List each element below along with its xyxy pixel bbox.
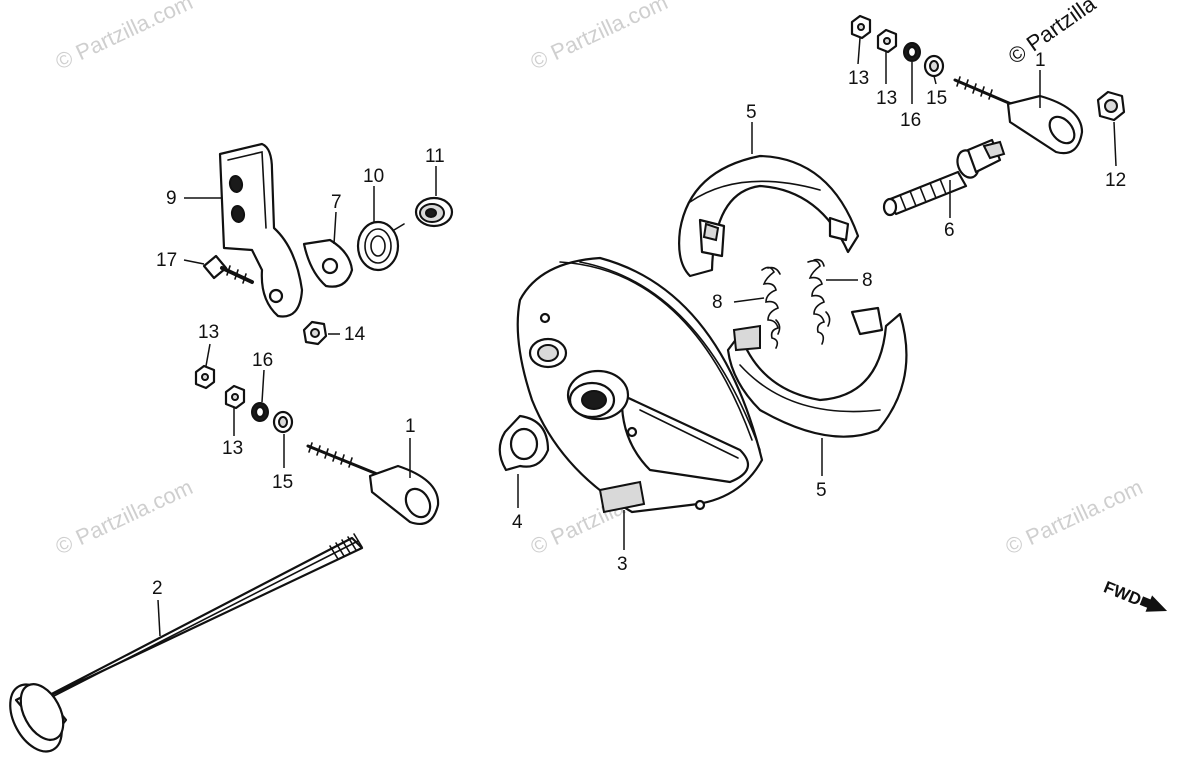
nut-part[interactable] [850,14,872,40]
watermark: © Partzilla.com [1002,474,1147,559]
callout-13: 13 [222,438,243,459]
brake-shoe-lower-part[interactable] [726,306,908,438]
washer-part[interactable] [923,54,945,78]
callout-8: 8 [712,292,723,313]
seal-part[interactable] [414,196,454,228]
callout-12: 12 [1105,170,1126,191]
spring-left-part[interactable] [761,266,781,349]
return-spring-part[interactable] [356,220,405,272]
watermark: © Partzilla.com [52,474,197,559]
brake-cam-part[interactable] [882,138,1006,217]
retainer-part[interactable] [498,414,550,472]
callout-3: 3 [617,554,628,575]
bracket-part[interactable] [218,142,304,318]
callout-7: 7 [331,192,342,213]
callout-11: 11 [425,146,445,167]
callout-4: 4 [512,512,523,533]
adjuster-right-part[interactable] [953,76,1084,155]
bolt-part[interactable] [202,254,254,284]
callout-5: 5 [816,480,827,501]
callout-5: 5 [746,102,757,123]
watermark: © Partzilla [1004,0,1101,69]
callout-1: 1 [1035,50,1046,71]
lock-washer-part[interactable] [251,402,269,422]
leader-lines [157,37,1117,637]
flange-nut-part[interactable] [302,320,328,346]
callouts: 1 1 2 3 4 5 5 6 7 8 8 9 10 11 12 13 13 1… [152,50,1126,599]
spring-right-part[interactable] [807,258,831,345]
callout-1: 1 [405,416,416,437]
forward-arrow-icon [1139,595,1168,612]
callout-16: 16 [900,110,921,131]
callout-15: 15 [926,88,947,109]
callout-13: 13 [198,322,219,343]
washer-part[interactable] [272,410,294,434]
callout-9: 9 [166,188,177,209]
nut-part[interactable] [876,28,898,54]
brake-panel-part[interactable] [516,256,764,514]
fwd-label: FWD [1101,577,1144,609]
watermark: © Partzilla.com [52,0,197,75]
nut-part[interactable] [194,364,216,390]
forward-direction-indicator: FWD [1101,577,1168,612]
brake-shoe-upper-part[interactable] [678,154,860,278]
callout-8: 8 [862,270,873,291]
callout-13: 13 [848,68,869,89]
adjuster-left-part[interactable] [306,442,440,526]
callout-6: 6 [944,220,955,241]
nut-part[interactable] [224,384,246,410]
callout-16: 16 [252,350,273,371]
watermark: © Partzilla.com [527,0,672,75]
lock-washer-part[interactable] [903,42,921,62]
callout-17: 17 [156,250,177,271]
callout-2: 2 [152,578,163,599]
axle-part[interactable] [0,533,364,760]
indicator-plate-part[interactable] [302,238,354,288]
axle-nut-part[interactable] [1096,90,1126,122]
callout-15: 15 [272,472,293,493]
callout-13: 13 [876,88,897,109]
callout-10: 10 [363,166,384,187]
callout-14: 14 [344,324,366,345]
